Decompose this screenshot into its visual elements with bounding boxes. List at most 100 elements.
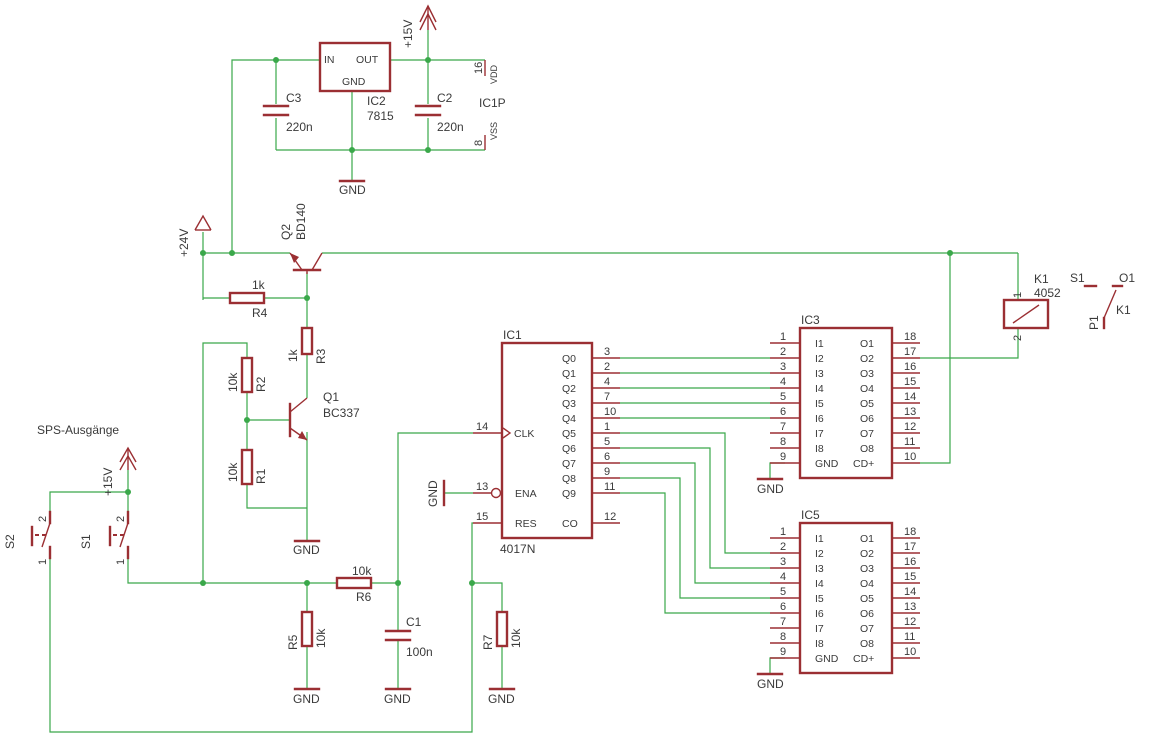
sps-outputs-label: SPS-Ausgänge xyxy=(37,423,119,437)
svg-text:1k: 1k xyxy=(286,348,300,362)
ic3-pin-label: O1 xyxy=(860,338,874,350)
ic3-pin-label: GND xyxy=(815,458,839,470)
ic3-pin-number: 12 xyxy=(904,421,916,433)
svg-text:R4: R4 xyxy=(252,306,268,320)
ic5-driver: IC5 1I12I23I34I45I56I67I78I89GND18O117O2… xyxy=(770,508,920,675)
svg-text:IC5: IC5 xyxy=(801,508,820,522)
ic5-pin-number: 8 xyxy=(780,631,786,643)
svg-text:2: 2 xyxy=(1012,335,1024,341)
ic5-pin-number: 12 xyxy=(904,616,916,628)
svg-text:7815: 7815 xyxy=(367,109,394,123)
ic1-pin-number: 5 xyxy=(604,436,610,448)
ic5-pin-label: O3 xyxy=(860,563,874,575)
svg-text:IC1: IC1 xyxy=(503,328,522,342)
svg-text:GND: GND xyxy=(293,692,320,706)
svg-text:S2: S2 xyxy=(3,534,17,549)
svg-text:K1: K1 xyxy=(1034,272,1049,286)
s2-switch: 2 1 S2 xyxy=(3,510,52,565)
q1-transistor: Q1 BC337 xyxy=(288,390,360,441)
svg-text:1: 1 xyxy=(115,559,127,565)
ic1-pin-label: Q6 xyxy=(562,443,576,455)
ic1-pin-label: Q2 xyxy=(562,383,576,395)
ic3-pin-number: 4 xyxy=(780,376,786,388)
k1-contact: S1 O1 P1 K1 xyxy=(1070,271,1135,330)
ic1-pin-number: 2 xyxy=(604,361,610,373)
svg-text:R6: R6 xyxy=(356,590,372,604)
ic1-pin-number: 11 xyxy=(604,481,615,493)
ic5-pin-number: 16 xyxy=(904,556,916,568)
ic5-pin-number: 15 xyxy=(904,571,916,583)
ic1-pin-label: Q0 xyxy=(562,353,576,365)
ic5-pin-label: O8 xyxy=(860,638,874,650)
ic5-pin-label: I8 xyxy=(815,638,824,650)
ic3-pin-label: O6 xyxy=(860,413,874,425)
svg-text:GND: GND xyxy=(426,480,440,507)
ic1-pin-number: 4 xyxy=(604,376,610,388)
ic1-pin-number: 7 xyxy=(604,391,610,403)
ic1-pin-label: ENA xyxy=(515,488,537,500)
gnd-symbol-ic5: GND xyxy=(756,672,784,691)
svg-text:R3: R3 xyxy=(314,348,328,364)
ic1-pin-label: Q7 xyxy=(562,458,576,470)
ic5-pin-number: 6 xyxy=(780,601,786,613)
ic3-pin-number: 1 xyxy=(780,331,786,343)
gnd-symbol-r7: GND xyxy=(488,687,516,706)
ic3-pin-number: 2 xyxy=(780,346,786,358)
ic3-pin-number: 3 xyxy=(780,361,786,373)
ic3-pin-number: 7 xyxy=(780,421,786,433)
svg-text:IC3: IC3 xyxy=(801,313,820,327)
ic3-pin-label: O4 xyxy=(860,383,874,395)
svg-text:2: 2 xyxy=(37,516,49,522)
ic5-pin-number: 14 xyxy=(904,586,916,598)
ic3-pin-number: 9 xyxy=(780,451,786,463)
ic5-pin-label: I2 xyxy=(815,548,824,560)
svg-text:R1: R1 xyxy=(254,468,268,484)
svg-text:K1: K1 xyxy=(1116,303,1131,317)
svg-text:16: 16 xyxy=(473,62,485,74)
ic5-pin-number: 4 xyxy=(780,571,786,583)
svg-text:VDD: VDD xyxy=(489,64,499,84)
ic3-pin-number: 15 xyxy=(904,376,916,388)
ic1-pin-label: CLK xyxy=(514,428,534,440)
ic1-pin-number: 3 xyxy=(604,346,610,358)
plus24v-supply-icon: +24V xyxy=(177,214,212,257)
svg-text:R2: R2 xyxy=(254,376,268,392)
s1-switch: 2 1 S1 xyxy=(79,510,130,565)
ic3-pin-number: 10 xyxy=(904,451,916,463)
ic3-pin-label: CD+ xyxy=(853,458,874,470)
c1-capacitor: C1 100n xyxy=(384,615,433,659)
svg-text:GND: GND xyxy=(757,482,784,496)
ic5-pin-number: 18 xyxy=(904,526,916,538)
ic5-pin-label: O6 xyxy=(860,608,874,620)
svg-text:R5: R5 xyxy=(286,634,300,650)
gnd-symbol-r5: GND xyxy=(293,687,321,706)
ic1-pin-label: Q5 xyxy=(562,428,576,440)
ic5-pin-label: I1 xyxy=(815,533,824,545)
svg-text:BD140: BD140 xyxy=(294,203,308,240)
ic5-pin-label: O1 xyxy=(860,533,874,545)
ic3-driver: IC3 1I12I23I34I45I56I67I78I89GND18O117O2… xyxy=(770,313,920,480)
r1-resistor: 10k R1 xyxy=(226,448,268,486)
svg-text:10k: 10k xyxy=(352,564,372,578)
svg-text:10k: 10k xyxy=(314,628,328,648)
ic3-pin-number: 5 xyxy=(780,391,786,403)
k1-relay-coil: 1 2 K1 4052 xyxy=(1002,272,1061,341)
gnd-symbol-ic1-ena: GND xyxy=(426,479,446,507)
svg-text:+24V: +24V xyxy=(177,229,191,257)
svg-text:C3: C3 xyxy=(286,91,302,105)
ic3-pin-label: O7 xyxy=(860,428,874,440)
ic3-pin-number: 8 xyxy=(780,436,786,448)
svg-text:Q1: Q1 xyxy=(323,390,339,404)
ic1p-power-pins: 16 VDD IC1P 8 VSS xyxy=(473,60,506,150)
ic5-pin-label: O4 xyxy=(860,578,874,590)
wires xyxy=(49,30,1019,733)
svg-text:C1: C1 xyxy=(406,615,422,629)
ic3-pin-label: O2 xyxy=(860,353,874,365)
ic5-pin-label: I3 xyxy=(815,563,824,575)
ic1-pin-number: 12 xyxy=(604,511,616,523)
svg-text:1k: 1k xyxy=(252,278,266,292)
ic5-pin-number: 7 xyxy=(780,616,786,628)
ic1-pin-label: CO xyxy=(562,518,578,530)
ic3-pin-number: 17 xyxy=(904,346,916,358)
